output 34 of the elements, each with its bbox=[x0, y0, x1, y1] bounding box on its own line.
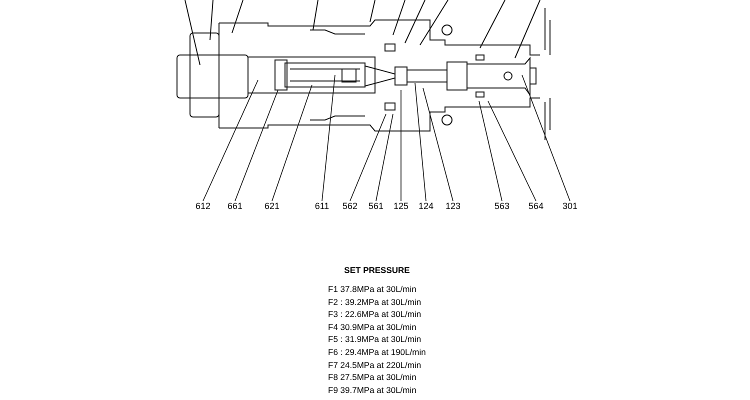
callout-number: 612 bbox=[193, 201, 213, 212]
pressure-setting: F8 27.5MPa at 30L/min bbox=[328, 372, 416, 382]
leader-line bbox=[522, 74, 570, 202]
leader-line bbox=[400, 90, 402, 202]
callout-number: 564 bbox=[526, 201, 546, 212]
leader-line bbox=[202, 80, 258, 202]
leader-line bbox=[478, 100, 502, 202]
pressure-setting: F3 : 22.6MPa at 30L/min bbox=[328, 309, 422, 320]
callout-number: 621 bbox=[262, 201, 282, 212]
callout-number: 563 bbox=[492, 201, 512, 212]
leader-line bbox=[376, 114, 394, 202]
pressure-setting: F7 24.5MPa at 220L/min bbox=[328, 360, 422, 370]
pressure-setting: F1 37.8MPa at 30L/min bbox=[328, 284, 416, 294]
leader-line bbox=[234, 90, 278, 202]
table-title: SET PRESSURE bbox=[344, 265, 410, 275]
leader-line bbox=[272, 84, 312, 202]
callout-number: 125 bbox=[391, 201, 411, 212]
callout-number: 661 bbox=[225, 201, 245, 212]
callout-number: 124 bbox=[416, 201, 436, 212]
callout-number: 562 bbox=[340, 201, 360, 212]
leader-line bbox=[322, 74, 336, 202]
pressure-setting: F5 : 31.9MPa at 30L/min bbox=[328, 334, 422, 344]
leader-line bbox=[488, 100, 536, 202]
leader-line bbox=[422, 88, 454, 202]
callout-number: 123 bbox=[443, 201, 463, 212]
pressure-setting: F4 30.9MPa at 30L/min bbox=[328, 322, 416, 332]
callout-number: 561 bbox=[366, 201, 386, 212]
callout-number: 611 bbox=[312, 201, 332, 212]
pressure-setting: F6 : 29.4MPa at 190L/min bbox=[328, 346, 426, 357]
callout-number: 301 bbox=[560, 201, 580, 212]
pressure-setting: F9 39.7MPa at 30L/min bbox=[328, 384, 416, 395]
leader-line bbox=[350, 114, 386, 202]
leader-line bbox=[414, 82, 426, 202]
pressure-setting: F2 : 39.2MPa at 30L/min bbox=[328, 296, 422, 307]
